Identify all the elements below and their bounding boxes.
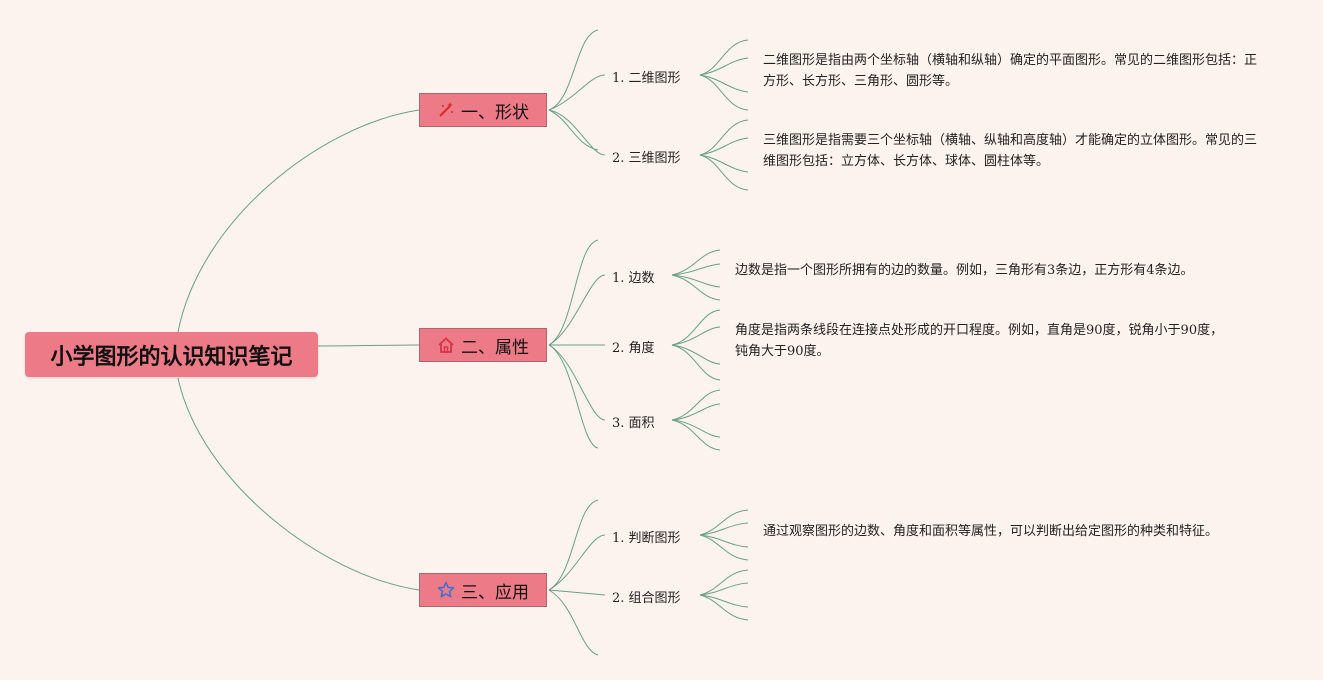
link-shapes-fan xyxy=(548,29,599,111)
topic-3d-shapes[interactable]: 2. 三维图形 xyxy=(612,151,681,166)
description-2d-shapes: 二维图形是指由两个坐标轴（横轴和纵轴）确定的平面图形。常见的二维图形包括：正方形… xyxy=(763,53,1258,89)
topic-identify-shapes[interactable]: 1. 判断图形 xyxy=(612,531,681,546)
branch-label: 三、应用 xyxy=(461,582,529,603)
home-icon xyxy=(437,336,455,354)
star-icon xyxy=(437,581,455,599)
branch-shapes[interactable]: 一、形状 xyxy=(419,93,547,127)
topic-sides[interactable]: 1. 边数 xyxy=(612,271,655,286)
branch-label: 二、属性 xyxy=(461,337,529,358)
branch-properties[interactable]: 二、属性 xyxy=(419,328,547,362)
description-identify-shapes: 通过观察图形的边数、角度和面积等属性，可以判断出给定图形的种类和特征。 xyxy=(763,524,1219,539)
magic-wand-icon xyxy=(437,101,455,119)
branch-application[interactable]: 三、应用 xyxy=(419,573,547,607)
link-root-properties xyxy=(317,344,420,347)
description-sides: 边数是指一个图形所拥有的边的数量。例如，三角形有3条边，正方形有4条边。 xyxy=(735,263,1194,278)
root-topic[interactable]: 小学图形的认识知识笔记 xyxy=(25,332,318,377)
link-root-shapes xyxy=(177,109,420,333)
description-angles: 角度是指两条线段在连接点处形成的开口程度。例如，直角是90度，锐角小于90度，钝… xyxy=(735,323,1224,359)
topic-area[interactable]: 3. 面积 xyxy=(612,416,655,431)
topic-compound-shapes[interactable]: 2. 组合图形 xyxy=(612,591,681,606)
link-root-application xyxy=(177,377,420,591)
topic-2d-shapes[interactable]: 1. 二维图形 xyxy=(612,71,681,86)
topic-angles[interactable]: 2. 角度 xyxy=(612,341,655,356)
branch-label: 一、形状 xyxy=(461,102,529,123)
link-properties-fan xyxy=(548,239,599,346)
description-3d-shapes: 三维图形是指需要三个坐标轴（横轴、纵轴和高度轴）才能确定的立体图形。常见的三维图… xyxy=(763,133,1258,169)
link-application-fan xyxy=(548,499,599,591)
